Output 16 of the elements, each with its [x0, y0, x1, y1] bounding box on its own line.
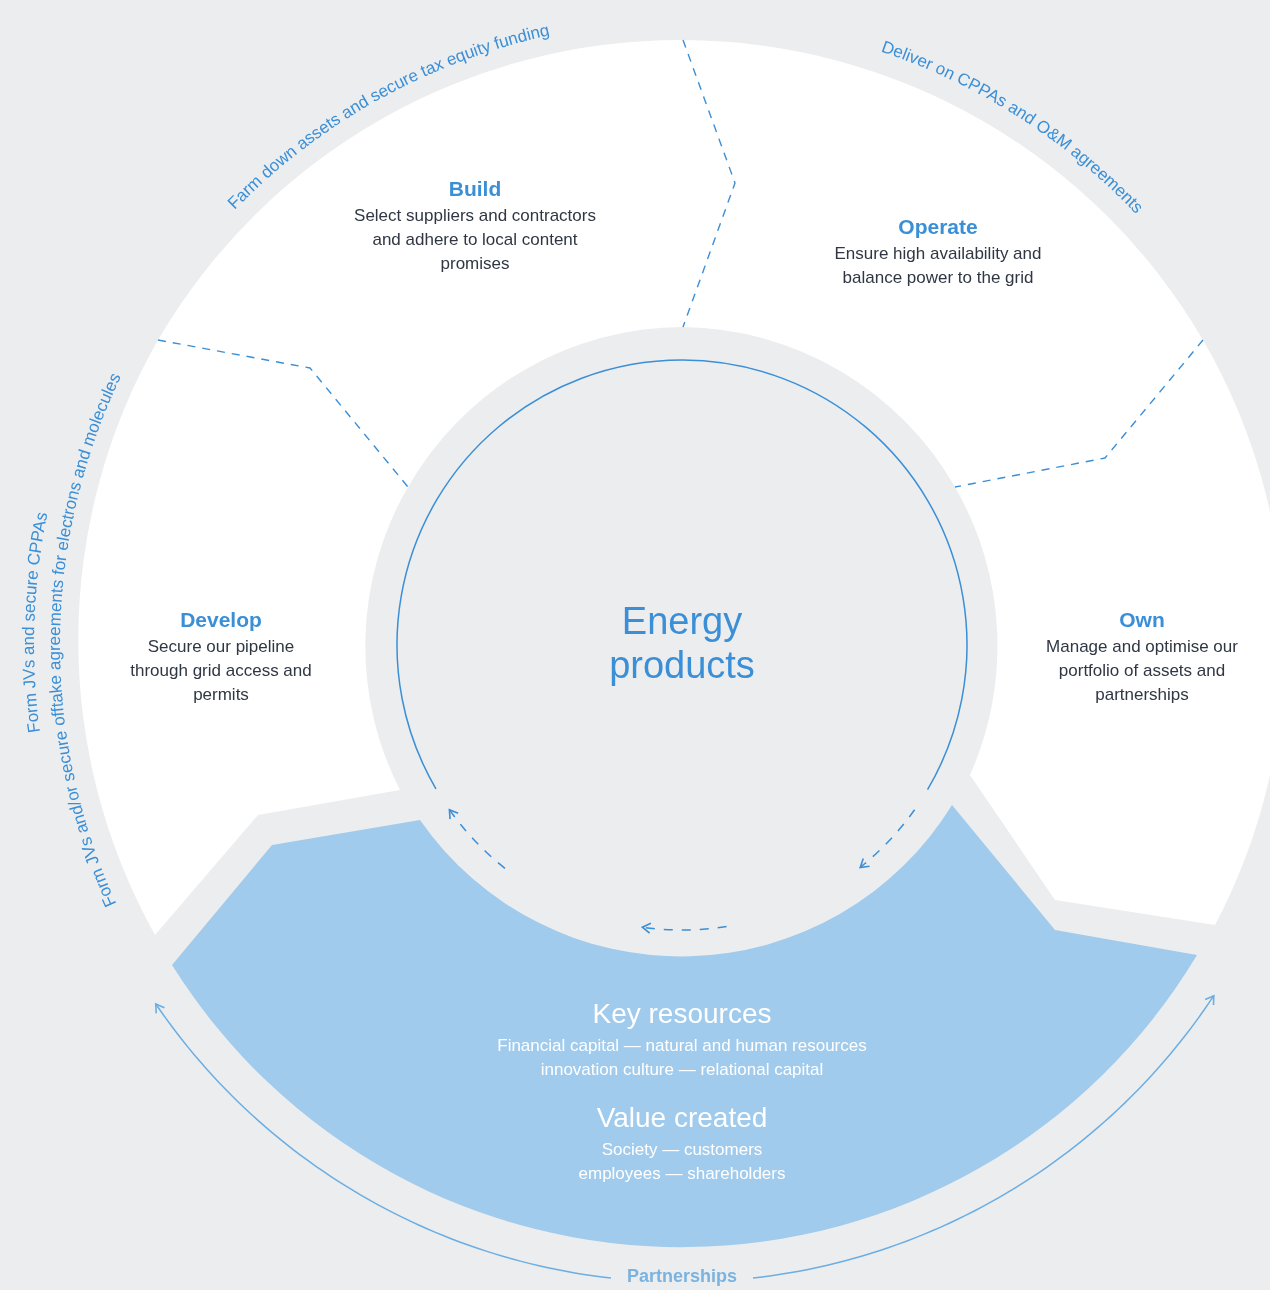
center-title: Energy products: [608, 600, 756, 688]
band-title: Value created: [595, 1101, 769, 1135]
band-description: Financial capital — natural and human resources innovation culture — relational capital: [496, 1035, 868, 1081]
arrow: [752, 994, 1215, 1279]
segment-title: Build: [447, 176, 503, 202]
segment-description: Ensure high availability and balance power to the grid: [833, 243, 1043, 289]
segment-description: Secure our pipeline through grid access and permits: [129, 636, 313, 706]
segment-title: Own: [1118, 607, 1166, 633]
band-title: Key resources: [591, 997, 773, 1031]
segment-description: Manage and optimise our portfolio of assets and partnerships: [1045, 636, 1239, 706]
segment-title: Operate: [897, 214, 979, 240]
segment-title: Develop: [179, 607, 263, 633]
arrow: [155, 1003, 612, 1279]
band-description: Society — customers employees — shareholders: [577, 1139, 787, 1185]
segment-description: Select suppliers and contractors and adhere to local content promises: [353, 205, 597, 275]
partnerships-label: Partnerships: [625, 1266, 738, 1288]
